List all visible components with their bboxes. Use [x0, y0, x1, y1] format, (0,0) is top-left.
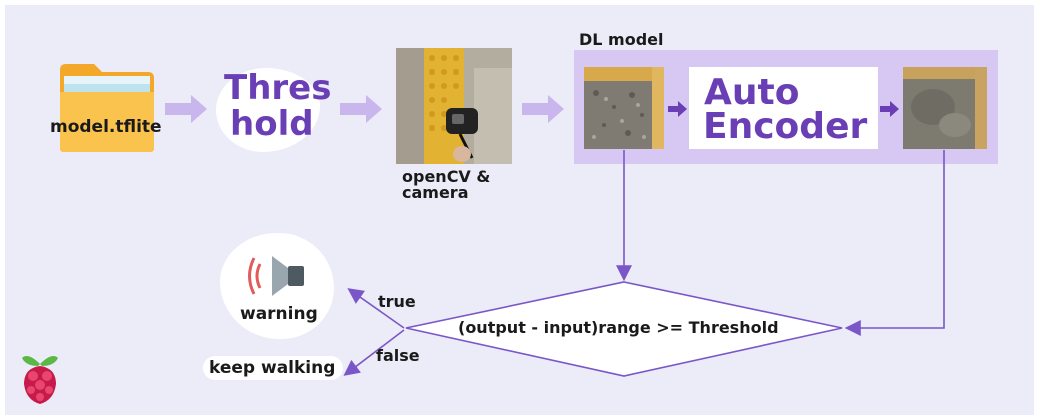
model-file-label: model.tflite [50, 117, 162, 137]
warning-label: warning [240, 304, 318, 324]
arrow-encoder-to-output [880, 101, 900, 117]
autoencoder-label-line2: Encoder [703, 106, 868, 147]
output-image [903, 67, 987, 149]
capture-label-line2: camera [402, 183, 469, 202]
folder-icon [58, 62, 156, 154]
arrow-camera-to-model [522, 94, 566, 124]
arrow-input-to-encoder [668, 101, 688, 117]
dl-model-title: DL model [579, 30, 664, 49]
camera-photo [396, 48, 512, 164]
arrow-threshold-to-camera [340, 94, 384, 124]
raspberry-pi-logo [18, 350, 62, 406]
keep-walking-label: keep walking [209, 358, 336, 378]
speaker-warning-icon [246, 252, 310, 300]
arrow-file-to-threshold [165, 94, 209, 124]
input-image [584, 67, 664, 149]
threshold-label-line2: hold [230, 104, 314, 144]
threshold-blob [216, 68, 320, 152]
false-branch-label: false [376, 346, 420, 365]
decision-condition: (output - input)range >= Threshold [458, 318, 779, 337]
threshold-label-line1: Thres [224, 68, 332, 108]
keep-walking-blob [203, 356, 343, 380]
autoencoder-box [689, 67, 878, 149]
capture-label-line1: openCV & [402, 167, 491, 186]
autoencoder-label-line1: Auto [704, 72, 800, 113]
true-branch-label: true [378, 292, 416, 311]
